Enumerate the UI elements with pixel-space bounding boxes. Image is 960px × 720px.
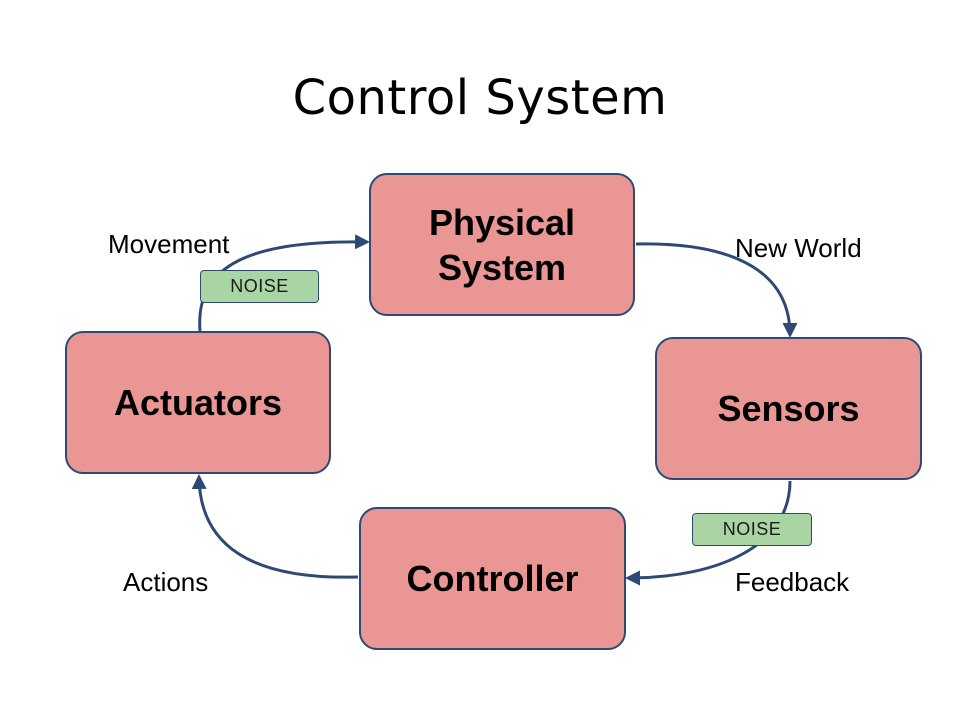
- edge-label-actions: Actions: [123, 567, 209, 597]
- edge-label-movement: Movement: [108, 229, 230, 259]
- edge-label-feedback: Feedback: [735, 567, 850, 597]
- arrow-new-world: [635, 242, 798, 338]
- noise-badge-movement: NOISE: [200, 270, 319, 303]
- node-physical-line1: Physical: [428, 201, 576, 243]
- edge-label-new-world: New World: [735, 233, 862, 263]
- node-sensors: Sensors: [655, 337, 922, 480]
- node-actuators-label: Actuators: [113, 382, 283, 423]
- node-physical-line2: System: [437, 246, 567, 288]
- node-sensors-label: Sensors: [717, 388, 860, 429]
- diagram-title: Control System: [292, 70, 668, 126]
- arrow-actions: [191, 474, 359, 579]
- arrow-movement: [198, 234, 370, 332]
- node-actuators: Actuators: [65, 331, 331, 474]
- noise-badge-feedback: NOISE: [692, 513, 812, 546]
- node-physical-system: Physical System: [369, 173, 635, 316]
- arrow-feedback: [625, 480, 792, 586]
- node-controller: Controller: [359, 507, 626, 650]
- node-controller-label: Controller: [406, 558, 579, 599]
